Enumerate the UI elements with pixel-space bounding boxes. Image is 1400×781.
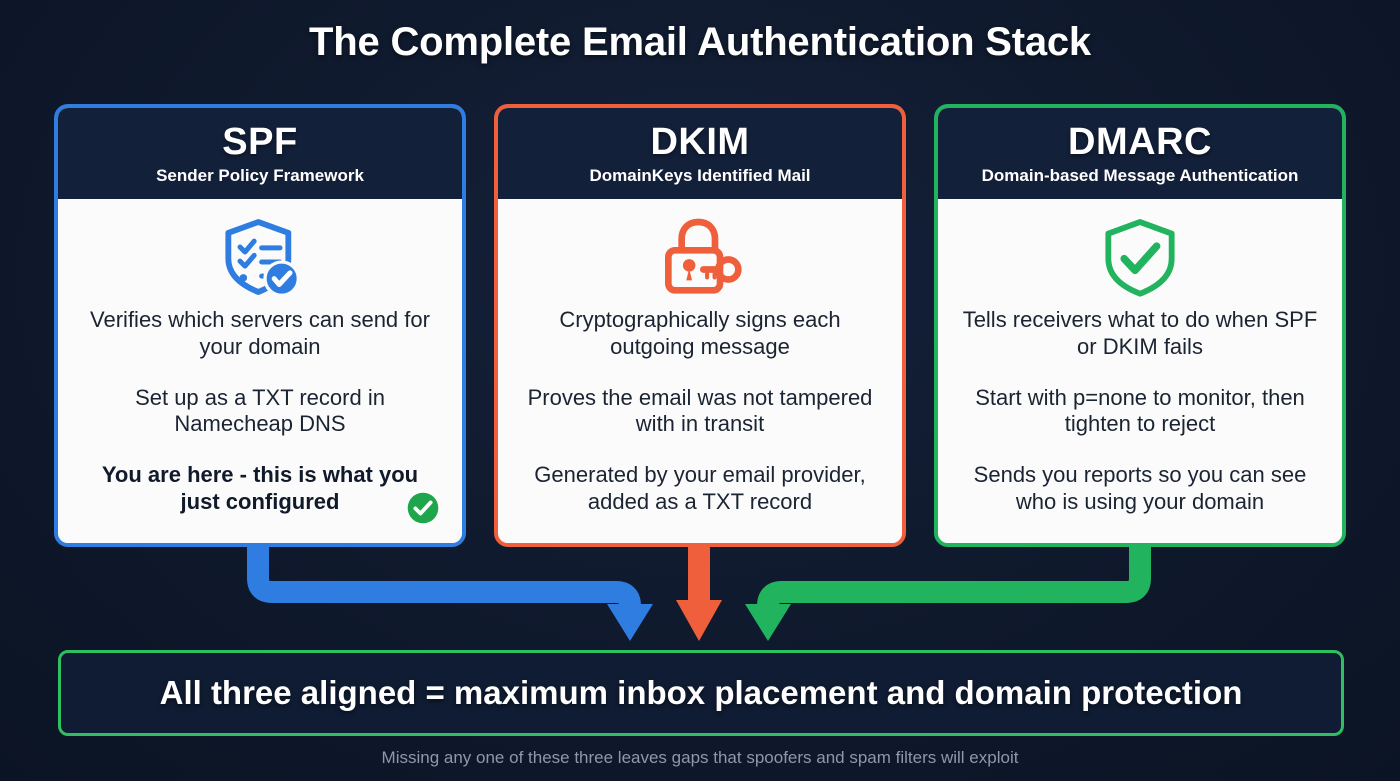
card-spf-body: Verifies which servers can send for your… xyxy=(58,199,462,543)
card-spf-expansion: Sender Policy Framework xyxy=(156,165,364,185)
card-dkim-bullet-1: Cryptographically signs each outgoing me… xyxy=(559,307,841,359)
card-spf-bullets: Verifies which servers can send for your… xyxy=(58,307,462,516)
card-dmarc-bullets: Tells receivers what to do when SPF or D… xyxy=(938,307,1342,516)
card-dmarc-expansion: Domain-based Message Authentication xyxy=(981,165,1299,185)
card-dmarc-body: Tells receivers what to do when SPF or D… xyxy=(938,199,1342,543)
card-dmarc-acronym: DMARC xyxy=(1068,120,1212,163)
card-spf-bullet-1: Verifies which servers can send for your… xyxy=(90,307,430,359)
card-spf-bullet-3: You are here - this is what you just con… xyxy=(101,462,419,515)
card-dkim-header: DKIM DomainKeys Identified Mail xyxy=(498,108,902,199)
card-spf: SPF Sender Policy Framework Verifies whi… xyxy=(54,104,466,547)
card-spf-acronym: SPF xyxy=(222,120,298,163)
card-dmarc-header: DMARC Domain-based Message Authenticatio… xyxy=(938,108,1342,199)
shield-check-icon xyxy=(1105,219,1175,297)
lock-key-icon xyxy=(665,218,742,294)
card-dkim-bullet-2: Proves the email was not tampered with i… xyxy=(527,384,873,437)
result-banner: All three aligned = maximum inbox placem… xyxy=(58,650,1344,736)
card-dkim-expansion: DomainKeys Identified Mail xyxy=(589,165,811,185)
card-dkim: DKIM DomainKeys Identified Mail Cryptogr… xyxy=(494,104,906,547)
page-title: The Complete Email Authentication Stack xyxy=(309,20,1091,64)
spf-to-result-arrow xyxy=(247,547,653,641)
green-check-badge xyxy=(407,492,439,524)
card-dkim-body: Cryptographically signs each outgoing me… xyxy=(498,199,902,543)
result-banner-text: All three aligned = maximum inbox placem… xyxy=(159,674,1243,711)
card-dmarc-bullet-1: Tells receivers what to do when SPF or D… xyxy=(962,307,1318,359)
shield-checklist-icon xyxy=(225,219,300,297)
card-dmarc: DMARC Domain-based Message Authenticatio… xyxy=(934,104,1346,547)
card-spf-header: SPF Sender Policy Framework xyxy=(58,108,462,199)
dkim-to-result-arrow xyxy=(676,547,722,641)
footer-note: Missing any one of these three leaves ga… xyxy=(381,748,1019,767)
dmarc-to-result-arrow xyxy=(745,547,1151,641)
card-dkim-acronym: DKIM xyxy=(650,120,750,163)
card-dkim-bullets: Cryptographically signs each outgoing me… xyxy=(498,307,902,516)
card-dkim-bullet-3: Generated by your email provider, added … xyxy=(534,462,866,515)
card-dmarc-bullet-3: Sends you reports so you can see who is … xyxy=(973,462,1307,515)
card-dmarc-bullet-2: Start with p=none to monitor, then tight… xyxy=(975,384,1305,437)
card-spf-bullet-2: Set up as a TXT record in Namecheap DNS xyxy=(135,384,385,437)
